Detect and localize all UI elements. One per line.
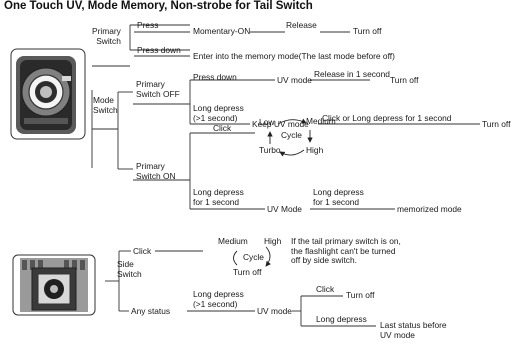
diagram-title: One Touch UV, Mode Memory, Non-strobe fo… — [4, 0, 313, 12]
click-label: Click — [316, 284, 335, 294]
primary-switch-on-label: Primary Switch ON — [136, 161, 176, 181]
long-depress-label: Long depress for 1 second — [313, 187, 364, 207]
long-depress-label: Long depress (>1 second) — [193, 103, 244, 123]
cycle-arrow — [265, 246, 271, 267]
any-status-label: Any status — [131, 306, 171, 316]
click-label: Click — [133, 246, 152, 256]
uv-mode-label: UV mode — [257, 306, 292, 316]
primary-switch-label: Primary Switch — [92, 26, 121, 46]
release-label: Release — [286, 20, 317, 30]
long-depress-label: Long depress (>1 second) — [193, 289, 244, 309]
cycle-label: Cycle — [281, 130, 302, 140]
turn-off-label: Turn off — [353, 26, 382, 36]
click-label: Click — [213, 123, 232, 133]
keep-uv-label: Keep UV mode — [252, 119, 309, 129]
memory-mode-label: Enter into the memory mode(The last mode… — [193, 51, 395, 61]
cycle-arrow — [277, 118, 307, 125]
press-down-label: Press down — [137, 45, 181, 55]
cycle-medium-label: Medium — [306, 116, 336, 126]
tail-switch-illustration — [10, 48, 86, 140]
click-or-long-label: Click or Long depress for 1 second — [322, 113, 452, 123]
press-label: Press — [137, 20, 159, 30]
off-press-down-label: Press down — [193, 72, 237, 82]
side-note-text: If the tail primary switch is on, the fl… — [291, 236, 401, 266]
cycle-label: Cycle — [243, 252, 264, 262]
turn-off-label: Turn off — [390, 75, 419, 85]
cycle-high-label: High — [264, 236, 282, 246]
primary-switch-off-label: Primary Switch OFF — [136, 79, 180, 99]
long-depress-label: Long depress — [316, 314, 367, 324]
cycle-arrow — [233, 250, 238, 266]
uv-mode-label: UV mode — [277, 75, 312, 85]
cycle-high-label: High — [306, 145, 324, 155]
memorized-mode-label: memorized mode — [397, 204, 462, 214]
release-1s-label: Release in 1 second — [314, 69, 390, 79]
cycle-low-label: Low — [259, 117, 275, 127]
uv-mode-label: UV Mode — [267, 204, 302, 214]
cycle-medium-label: Medium — [218, 236, 248, 246]
turn-off-label: Turn off — [346, 290, 375, 300]
turn-off-label: Turn off — [482, 119, 511, 129]
cycle-turn-off-label: Turn off — [233, 267, 262, 277]
side-switch-label: Side Switch — [117, 259, 142, 279]
last-status-label: Last status before UV mode — [380, 320, 447, 340]
side-switch-illustration — [12, 254, 96, 316]
cycle-arrow — [279, 149, 305, 157]
mode-switch-label: Mode Switch — [93, 95, 118, 115]
long-depress-label: Long depress for 1 second — [193, 187, 244, 207]
momentary-on-label: Momentary-ON — [193, 26, 251, 36]
cycle-turbo-label: Turbo — [259, 145, 281, 155]
